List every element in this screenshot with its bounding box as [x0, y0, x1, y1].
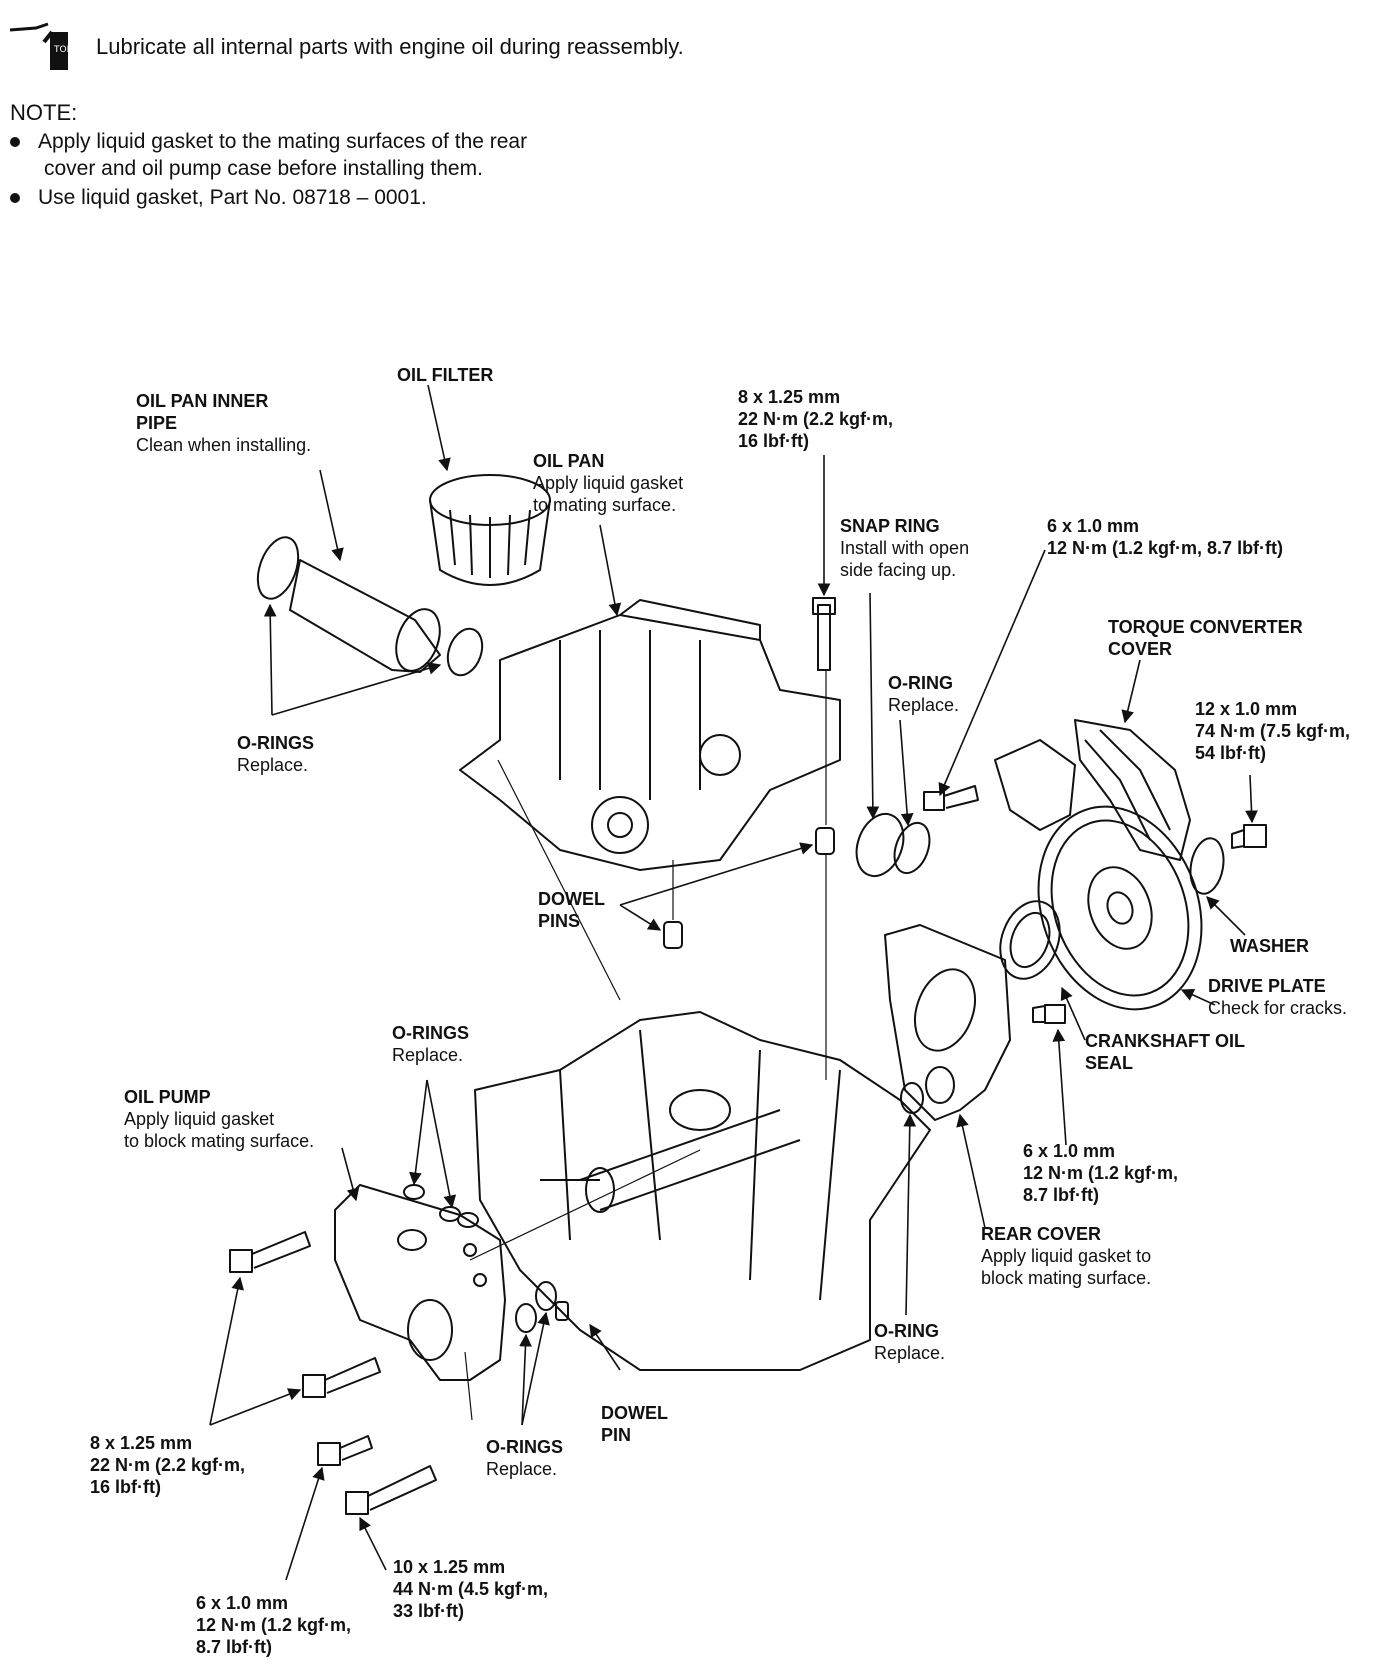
pump-bolt-10	[345, 1465, 437, 1515]
torque-converter-cover	[994, 719, 1191, 861]
label-drive-plate: DRIVE PLATE Check for cracks.	[1208, 976, 1348, 1018]
oil-pan	[459, 599, 841, 871]
drive-plate-bolt	[1231, 824, 1267, 849]
label-pump-bolt-10: 10 x 1.25 mm 44 N·m (4.5 kgf·m, 33 lbf·f…	[393, 1557, 549, 1621]
label-rear-cover-bolt: 6 x 1.0 mm 12 N·m (1.2 kgf·m, 8.7 lbf·ft…	[1023, 1141, 1179, 1205]
bullet-dot	[10, 137, 20, 148]
label-torque-converter-cover: TORQUE CONVERTER COVER	[1108, 617, 1303, 659]
note-bullet-1: Apply liquid gasket to the mating surfac…	[10, 128, 527, 182]
label-pump-bolt-8: 8 x 1.25 mm 22 N·m (2.2 kgf·m, 16 lbf·ft…	[90, 1433, 246, 1497]
label-o-rings-pipe: O-RINGS Replace.	[237, 733, 315, 775]
label-rear-cover: REAR COVER Apply liquid gasket to block …	[981, 1224, 1152, 1288]
snap-ring	[855, 813, 905, 877]
oil-can-icon: TOP	[9, 22, 68, 70]
o-ring	[893, 821, 931, 875]
bullet-dot	[10, 193, 20, 204]
oil-pump	[334, 1184, 506, 1381]
pump-bolt-6	[317, 1435, 373, 1466]
label-dowel-pin: DOWEL PIN	[601, 1403, 668, 1445]
label-o-rings-bottom: O-RINGS Replace.	[486, 1437, 564, 1479]
o-ring	[457, 1212, 479, 1228]
cover-bolt	[923, 785, 979, 811]
oil-filter	[429, 474, 551, 586]
crankshaft-oil-seal	[999, 900, 1061, 980]
label-pump-bolt-6: 6 x 1.0 mm 12 N·m (1.2 kgf·m, 8.7 lbf·ft…	[196, 1593, 352, 1657]
label-dowel-pins: DOWEL PINS	[538, 889, 605, 931]
label-o-ring-bottom: O-RING Replace.	[874, 1321, 946, 1363]
rear-cover	[884, 924, 1011, 1121]
label-washer: WASHER	[1230, 936, 1310, 956]
washer	[1189, 837, 1225, 895]
label-crankshaft-oil-seal: CRANKSHAFT OIL SEAL	[1085, 1031, 1245, 1073]
label-oil-pan-inner-pipe: OIL PAN INNER PIPE Clean when installing…	[136, 391, 312, 455]
svg-text:TOP: TOP	[53, 45, 68, 55]
dowel-pin	[815, 827, 835, 855]
label-oil-pump: OIL PUMP Apply liquid gasket to block ma…	[124, 1087, 315, 1151]
pump-bolt-8	[302, 1357, 381, 1398]
dowel-pin	[663, 921, 683, 949]
label-oil-pan: OIL PAN Apply liquid gasket to mating su…	[533, 451, 684, 515]
label-snap-ring: SNAP RING Install with open side facing …	[840, 516, 970, 580]
label-o-ring-top: O-RING Replace.	[888, 673, 960, 715]
note-label: NOTE:	[10, 100, 78, 125]
o-ring	[535, 1281, 557, 1311]
engine-block	[474, 1011, 931, 1371]
oil-pan-inner-pipe	[256, 536, 484, 677]
pump-bolt-8	[229, 1231, 311, 1273]
o-ring	[403, 1184, 425, 1200]
o-ring	[515, 1303, 537, 1333]
rear-cover-bolt	[1032, 1004, 1066, 1024]
lubrication-note: Lubricate all internal parts with engine…	[96, 34, 684, 59]
oil-pan-bolt	[812, 597, 836, 671]
drive-plate	[1037, 805, 1203, 1011]
label-drive-plate-bolt: 12 x 1.0 mm 74 N·m (7.5 kgf·m, 54 lbf·ft…	[1195, 699, 1351, 763]
label-oil-filter: OIL FILTER	[397, 365, 494, 385]
label-o-rings-mid: O-RINGS Replace.	[392, 1023, 470, 1065]
note-bullet-2: Use liquid gasket, Part No. 08718 – 0001…	[10, 184, 427, 211]
label-oil-pan-bolt: 8 x 1.25 mm 22 N·m (2.2 kgf·m, 16 lbf·ft…	[738, 387, 894, 451]
dowel-pin	[555, 1301, 569, 1321]
label-cover-bolt: 6 x 1.0 mm 12 N·m (1.2 kgf·m, 8.7 lbf·ft…	[1047, 516, 1284, 558]
